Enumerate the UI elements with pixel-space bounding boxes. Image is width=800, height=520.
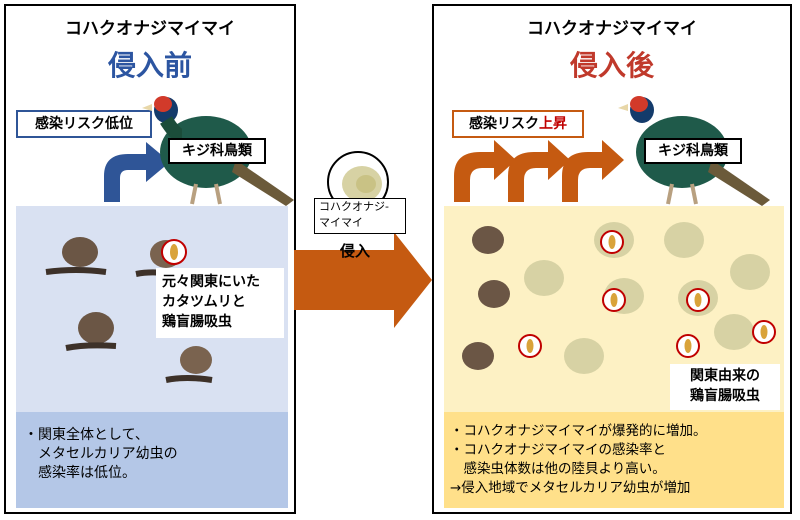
native-snails-group: [45, 237, 213, 383]
fluke-marker-icon: [752, 320, 776, 344]
fluke-marker-icon: [686, 288, 710, 312]
snail-icon: [730, 254, 770, 290]
after-notes-text: ・コハクオナジマイマイが爆発的に増加。 ・コハクオナジマイマイの感染率と 感染虫…: [450, 423, 707, 496]
snail-icon: [664, 222, 704, 258]
snail-icon: [472, 226, 504, 254]
snail-icon: [564, 338, 604, 374]
after-species-label: コハクオナジマイマイ: [527, 19, 697, 39]
invasion-arrow-icon: [294, 232, 432, 328]
before-title: 侵入前: [107, 49, 192, 82]
snail-icon: [65, 312, 117, 351]
risk-up-arrows-icon: [454, 140, 624, 202]
snail-icon: [45, 237, 107, 275]
snail-icon: [462, 342, 494, 370]
before-notes-text: ・関東全体として、 メタセルカリア幼虫の 感染率は低位。: [24, 427, 178, 481]
bird-label-before: キジ科鳥類: [168, 138, 266, 164]
risk-low-arrow-icon: [104, 142, 170, 202]
after-panel: コハクオナジマイマイ 侵入後 感染リスク上昇 キジ科鳥類 関: [432, 4, 792, 514]
before-panel: コハクオナジマイマイ 侵入前 感染リスク低位 キジ科鳥類 元々関東にいた カタツ…: [4, 4, 296, 514]
kanto-fluke-callout: 関東由来の 鶏盲腸吸虫: [670, 364, 780, 410]
native-fluke-callout: 元々関東にいた カタツムリと 鶏盲腸吸虫: [156, 268, 284, 338]
risk-low-label: 感染リスク低位: [16, 110, 152, 138]
snail-icon: [714, 314, 754, 350]
fluke-marker-icon: [676, 334, 700, 358]
risk-up-label: 感染リスク上昇: [452, 110, 584, 138]
invasion-arrow-label: 侵入: [340, 242, 371, 260]
middle-group: [294, 151, 432, 328]
snail-icon: [165, 346, 213, 383]
fluke-marker-icon: [518, 334, 542, 358]
fluke-marker-icon: [600, 230, 624, 254]
amber-snail-label: コハクオナジ- マイマイ: [314, 198, 406, 234]
before-notes-box: [16, 412, 288, 508]
after-title: 侵入後: [569, 49, 654, 82]
amber-snails-group: [462, 222, 776, 374]
before-species-label: コハクオナジマイマイ: [65, 19, 235, 39]
snail-icon: [478, 280, 510, 308]
snail-icon: [524, 260, 564, 296]
fluke-marker-icon: [161, 239, 187, 265]
fluke-marker-icon: [602, 288, 626, 312]
bird-label-after: キジ科鳥類: [644, 138, 742, 164]
after-notes-box: [444, 412, 784, 508]
